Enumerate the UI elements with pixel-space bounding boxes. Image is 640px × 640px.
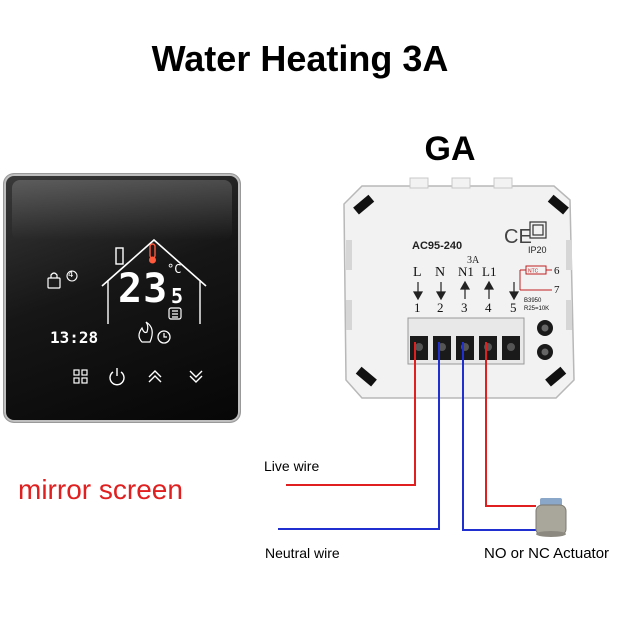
terminal-letter-n: N	[435, 265, 445, 280]
mount-clip	[355, 366, 377, 387]
terminal-number-5: 5	[510, 300, 517, 315]
ip-rating-icon	[529, 221, 547, 239]
chimney-icon	[115, 247, 124, 265]
screen-glare	[12, 180, 232, 240]
chevron-up-icon	[148, 370, 162, 383]
terminal-letter-l: L	[413, 265, 422, 280]
terminal-number-3: 3	[461, 300, 468, 315]
model-label: GA	[424, 130, 476, 168]
clock-icon	[157, 330, 171, 344]
live-wire-label: Live wire	[264, 458, 320, 474]
actuator-label: NO or NC Actuator	[484, 545, 610, 562]
actuator-live-wire	[485, 342, 536, 507]
mount-clip	[547, 194, 569, 215]
flame-icon	[138, 321, 153, 343]
terminal-block	[407, 317, 553, 365]
terminal-number-4: 4	[485, 300, 492, 315]
terminal-arrows	[412, 280, 520, 301]
badge-number: 4	[68, 270, 74, 280]
thermostat-device: 4 23 °C 5 13:28	[4, 174, 240, 422]
mirror-screen-label: mirror screen	[18, 474, 183, 505]
thermometer-icon	[149, 243, 156, 264]
diagram-title: Water Heating 3A	[151, 38, 449, 79]
terminal-letter-n1: N1	[458, 264, 474, 279]
ntc-symbol	[519, 265, 552, 291]
sensor-spec-b: B3950	[524, 298, 542, 304]
neutral-wire-label: Neutral wire	[265, 545, 340, 561]
current-rating: 3A	[467, 255, 480, 266]
menu-grid-icon	[73, 369, 88, 384]
temperature-decimal: 5	[171, 284, 184, 308]
power-icon	[109, 368, 125, 386]
terminal-number-2: 2	[437, 300, 444, 315]
temperature-value: 23	[118, 266, 169, 312]
live-wire	[286, 342, 416, 486]
thermostat-graphics	[47, 238, 207, 386]
mount-clip	[545, 366, 567, 387]
mount-clip	[353, 194, 375, 215]
ntc-pin-6: 6	[554, 265, 560, 277]
terminal-letter-l1: L1	[482, 264, 496, 279]
temperature-unit: °C	[167, 262, 182, 276]
ce-mark: CE	[504, 226, 532, 248]
terminal-number-1: 1	[414, 300, 421, 315]
house-outline-icon	[101, 238, 207, 287]
child-lock-icon	[47, 272, 61, 289]
actuator-neutral-wire	[462, 342, 536, 531]
chevron-down-icon	[189, 370, 203, 383]
sensor-spec-r: R25=10K	[524, 306, 549, 312]
neutral-wire	[278, 342, 440, 530]
ntc-pin-7: 7	[554, 284, 560, 296]
badge-circle-icon	[66, 270, 78, 282]
floor-heating-icon	[168, 307, 182, 320]
ntc-label: NTC	[528, 269, 539, 275]
actuator-device	[535, 498, 567, 537]
ip-rating: IP20	[528, 245, 547, 255]
clock-display: 13:28	[50, 328, 99, 347]
module-model-code: AC95-240	[412, 240, 462, 252]
relay-module	[343, 177, 575, 399]
